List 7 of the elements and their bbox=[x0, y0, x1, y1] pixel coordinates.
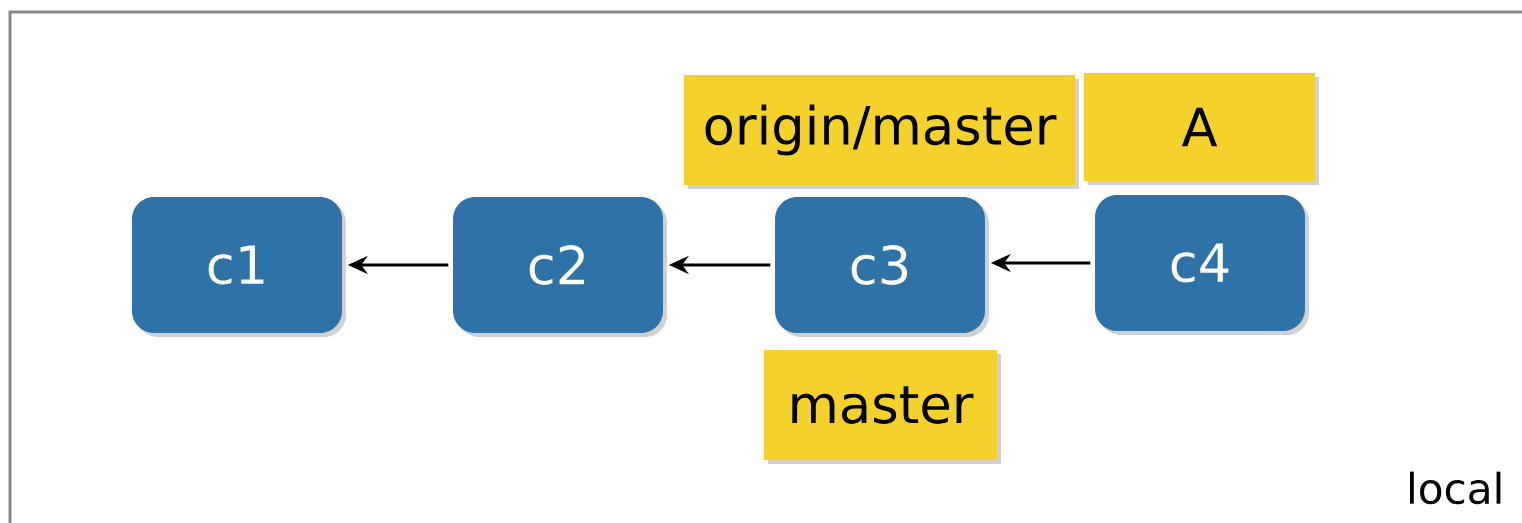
commit-box: c1 bbox=[132, 197, 346, 337]
commit-box: c3 bbox=[775, 197, 989, 337]
label-tag: A bbox=[1084, 73, 1319, 185]
label-tag: master bbox=[764, 350, 1001, 464]
commit-box: c2 bbox=[453, 197, 667, 337]
commit-box: c4 bbox=[1095, 195, 1309, 335]
label-tag: origin/master bbox=[684, 75, 1079, 189]
